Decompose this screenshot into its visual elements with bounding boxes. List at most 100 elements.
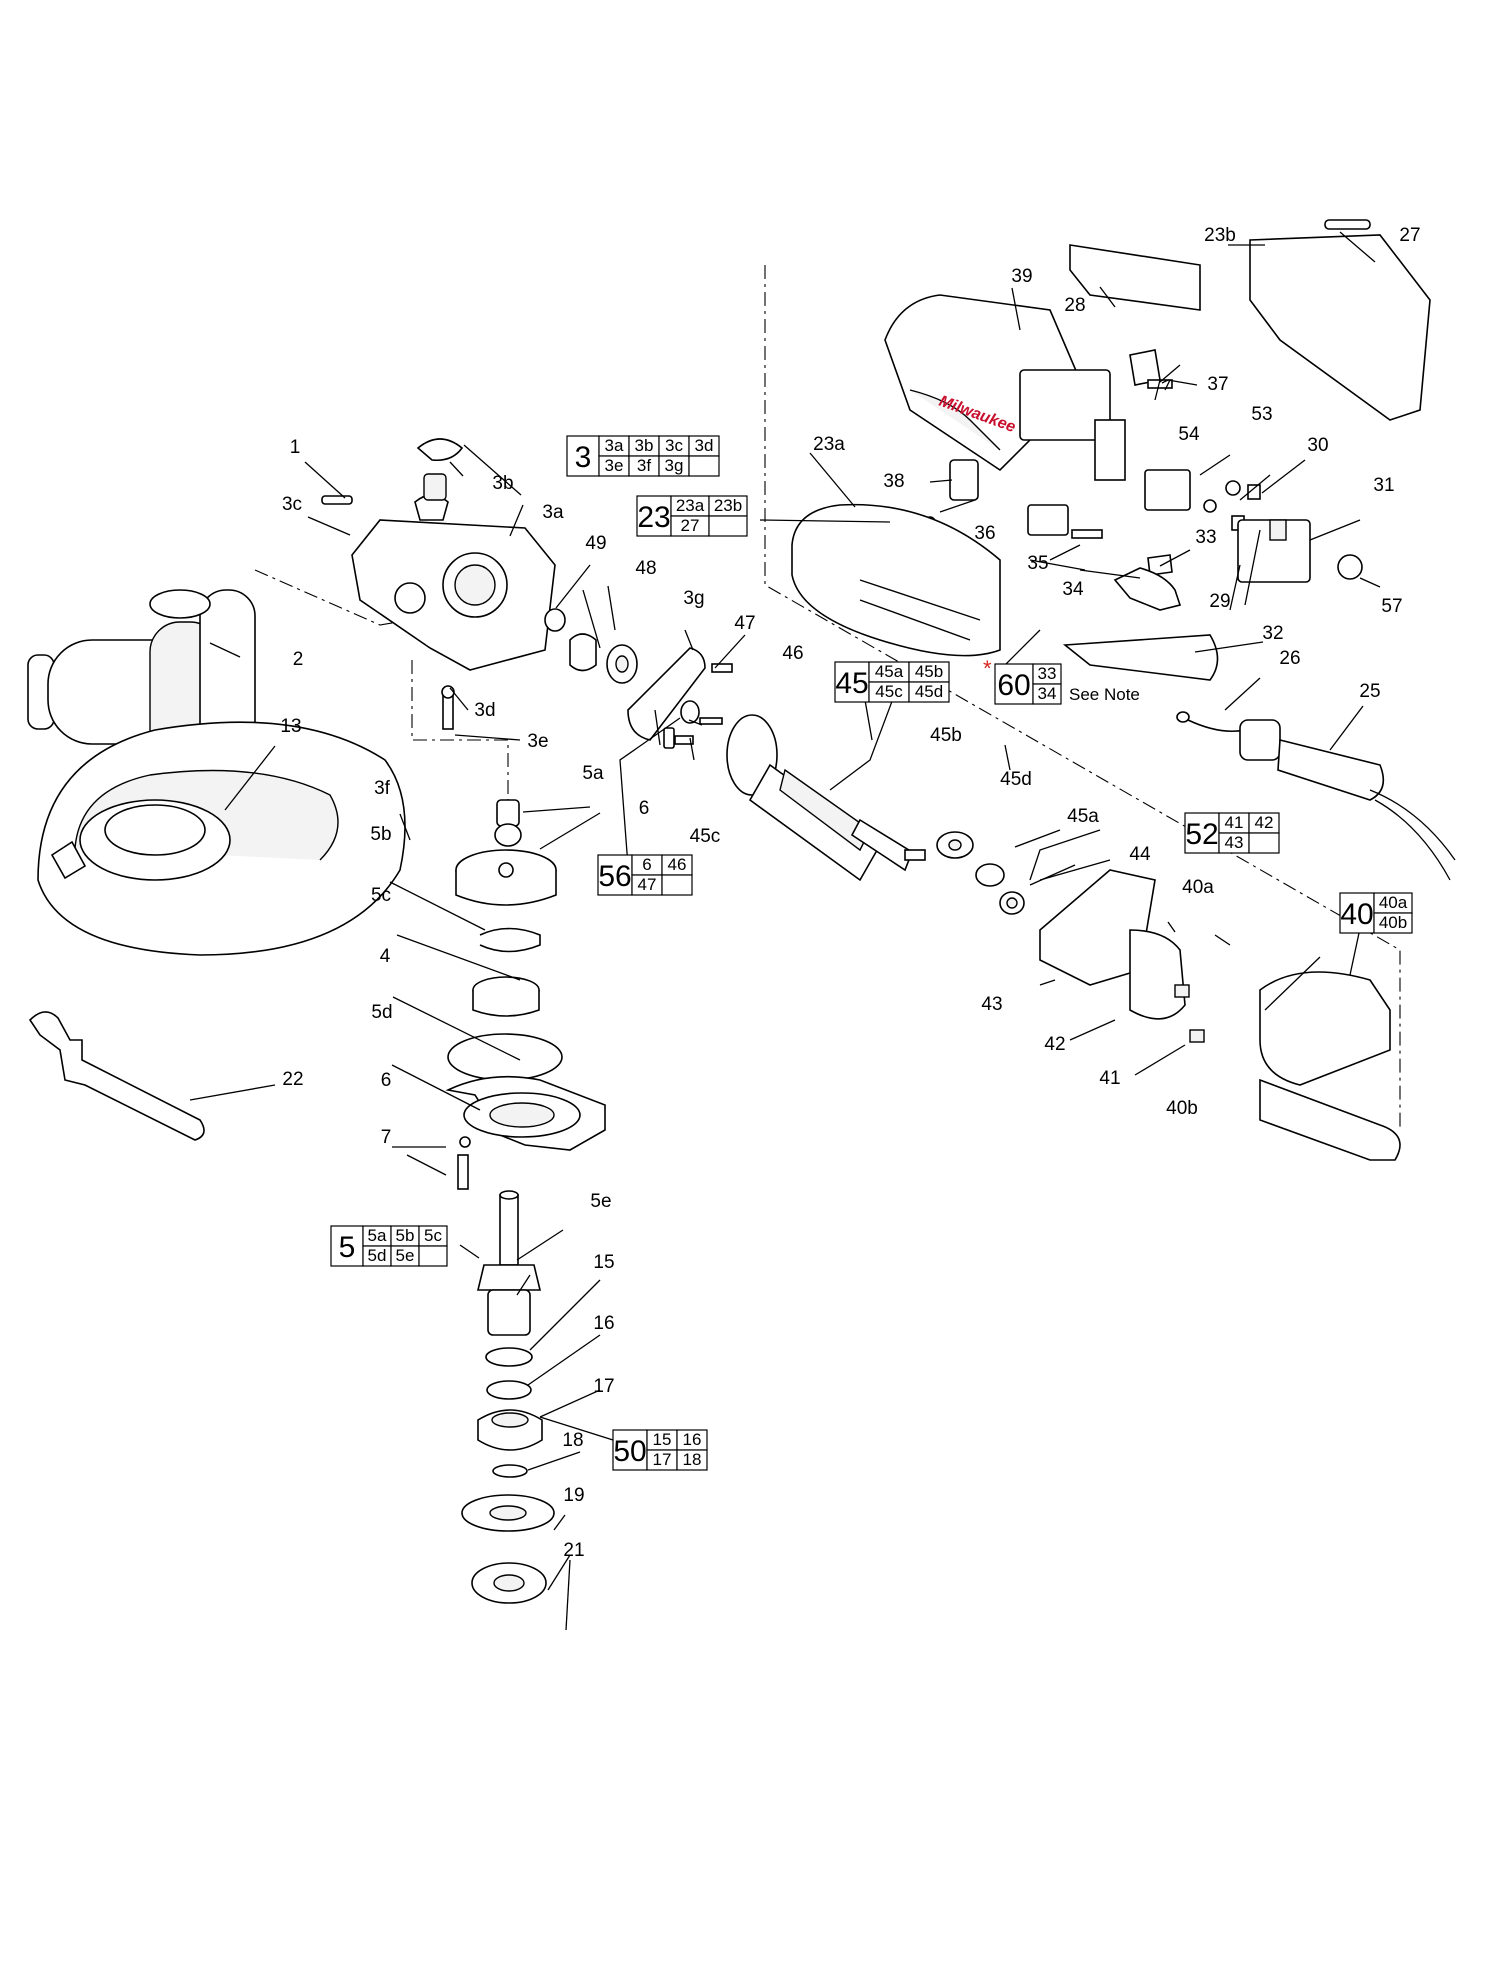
callout-36: 36 (974, 523, 995, 544)
kit-component: 45b (915, 662, 943, 681)
callout-6-left: 6 (381, 1070, 392, 1091)
callout-49: 49 (585, 533, 606, 554)
callout-16: 16 (593, 1313, 614, 1334)
kit-component: 41 (1225, 813, 1244, 832)
callout-39: 39 (1011, 266, 1032, 287)
callout-31: 31 (1373, 475, 1394, 496)
callout-3g: 3g (683, 588, 704, 609)
callout-40a: 40a (1182, 877, 1214, 898)
kit-component: 6 (642, 855, 651, 874)
kit-component: 5e (396, 1246, 415, 1265)
kit-component: 45a (875, 662, 904, 681)
callout-54: 54 (1178, 424, 1200, 445)
callout-15: 15 (593, 1252, 614, 1273)
kit-component: 5a (368, 1226, 387, 1245)
callout-57: 57 (1381, 596, 1402, 617)
kit-component: 17 (653, 1450, 672, 1469)
callout-48: 48 (635, 558, 656, 579)
spanner-wrench (28, 1011, 205, 1141)
kit-component: 5d (368, 1246, 387, 1265)
callout-labels: 1 3c 3b 3a 49 48 3g 47 46 2 3d 3e 13 3f … (280, 225, 1420, 1561)
callout-35: 35 (1027, 553, 1048, 574)
callout-5c: 5c (371, 885, 391, 906)
kit-component: 40b (1379, 913, 1407, 932)
callout-23b: 23b (1204, 225, 1236, 246)
kit-component: 3e (605, 456, 624, 475)
callout-30: 30 (1307, 435, 1328, 456)
kit-number: 3 (575, 441, 592, 474)
kit-number: 5 (339, 1231, 356, 1264)
kit-box-56: 56 6 46 47 (597, 854, 693, 896)
side-handle (27, 589, 256, 763)
kit-component: 3d (695, 436, 714, 455)
callout-3b: 3b (492, 473, 513, 494)
leader-lines (189, 231, 1381, 1631)
switch-assembly (1062, 567, 1219, 681)
callout-5e: 5e (590, 1191, 611, 1212)
callout-2: 2 (293, 649, 304, 670)
callout-46: 46 (782, 643, 803, 664)
kit-number: 23 (637, 501, 670, 534)
kit-number: 50 (613, 1435, 646, 1468)
kit-component: 42 (1255, 813, 1274, 832)
callout-42: 42 (1044, 1034, 1065, 1055)
callout-5a: 5a (582, 763, 604, 784)
kit-component: 23a (676, 496, 705, 515)
kit-component: 47 (638, 875, 657, 894)
kit-component: 40a (1379, 893, 1408, 912)
wheel-guard (37, 721, 406, 956)
kit-component: 27 (681, 516, 700, 535)
callout-4: 4 (380, 946, 391, 967)
callout-38: 38 (883, 471, 904, 492)
callout-40b: 40b (1166, 1098, 1198, 1119)
callout-34: 34 (1062, 579, 1084, 600)
callout-26: 26 (1279, 648, 1300, 669)
kit-component: 23b (714, 496, 742, 515)
callout-29: 29 (1209, 591, 1230, 612)
kit-component: 16 (683, 1430, 702, 1449)
gear-housing-small-parts (321, 438, 520, 827)
callout-45c: 45c (690, 826, 721, 847)
kit-component: 46 (668, 855, 687, 874)
brush-holder-parts (924, 459, 1363, 583)
armature (699, 714, 1025, 915)
kit-number: 40 (1340, 898, 1373, 931)
kit-component: 3a (605, 436, 624, 455)
callout-5d: 5d (371, 1002, 392, 1023)
callout-45b: 45b (930, 725, 962, 746)
callout-25: 25 (1359, 681, 1380, 702)
callout-3a: 3a (542, 502, 564, 523)
callout-13: 13 (280, 716, 301, 737)
kit-component: 43 (1225, 833, 1244, 852)
callout-45d: 45d (1000, 769, 1032, 790)
kit-number: 56 (598, 860, 631, 893)
callout-44: 44 (1129, 844, 1151, 865)
kit-component: 34 (1038, 684, 1057, 703)
bearing-stack-left (544, 608, 733, 749)
callout-45a: 45a (1067, 806, 1099, 827)
kit-component: 45c (875, 682, 903, 701)
kit-note: See Note (1069, 685, 1140, 704)
kit-component: 3f (637, 456, 651, 475)
gear-housing (351, 494, 556, 671)
callout-23a: 23a (813, 434, 845, 455)
motor-housing-top (884, 219, 1431, 481)
callout-7: 7 (381, 1127, 392, 1148)
callout-3c: 3c (282, 494, 302, 515)
callout-37: 37 (1207, 374, 1228, 395)
kit-number: 60 (997, 669, 1030, 702)
callout-3d: 3d (474, 700, 495, 721)
spindle-gearbox-assembly (445, 823, 606, 1190)
spindle-shaft (461, 1190, 555, 1604)
note-asterisk: * (983, 656, 992, 681)
callout-28: 28 (1064, 295, 1085, 316)
callout-22: 22 (282, 1069, 303, 1090)
kit-number: 52 (1185, 818, 1218, 851)
